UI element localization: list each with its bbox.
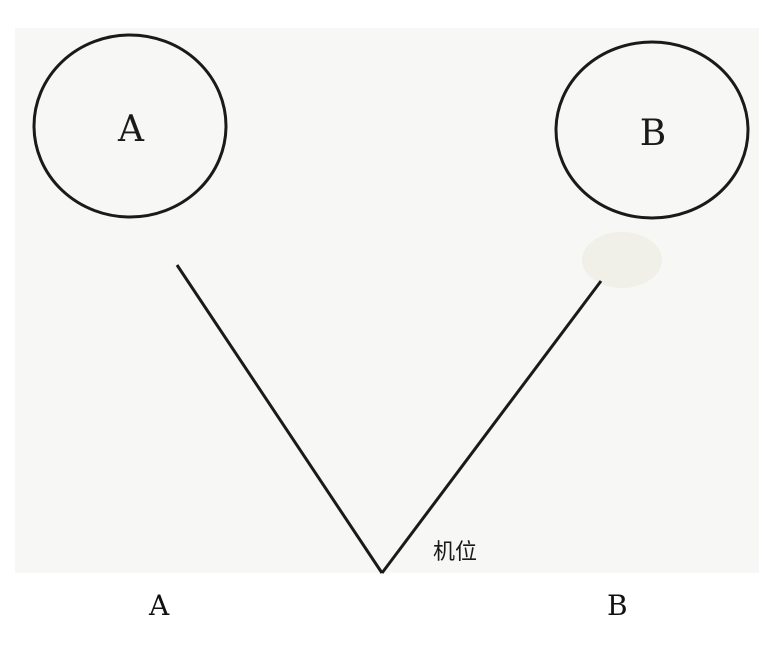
caption-right: B [607, 589, 628, 622]
subject-a-label: A [117, 109, 145, 150]
caption-left: A [149, 589, 170, 622]
subject-a-circle [32, 33, 228, 219]
subject-b: B [554, 40, 750, 220]
subject-a: A [32, 33, 228, 219]
camera-position-label: 机位 [433, 540, 477, 565]
subject-b-circle [554, 40, 750, 220]
background-smudge [582, 232, 662, 288]
sight-line-a [175, 264, 384, 574]
subject-b-label: B [640, 113, 666, 154]
sight-line-b [380, 280, 603, 574]
diagram-panel [15, 28, 759, 573]
